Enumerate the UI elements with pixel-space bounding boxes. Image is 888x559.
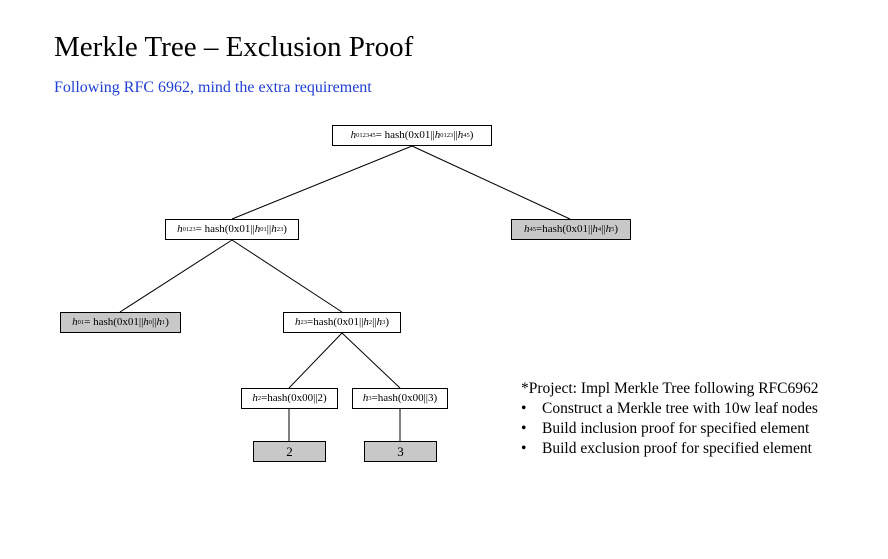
edge-n23-n2 — [288, 332, 343, 389]
project-note-item: Construct a Merkle tree with 10w leaf no… — [521, 399, 819, 419]
project-note: *Project: Impl Merkle Tree following RFC… — [521, 379, 819, 459]
edge-n0123-n23 — [231, 239, 343, 313]
edge-n0123-n01 — [119, 239, 233, 313]
page-title: Merkle Tree – Exclusion Proof — [54, 31, 414, 63]
leaf-3: 3 — [364, 441, 437, 462]
edge-root-n0123 — [231, 145, 413, 220]
project-note-item: Build exclusion proof for specified elem… — [521, 439, 819, 459]
project-note-list: Construct a Merkle tree with 10w leaf no… — [521, 399, 819, 459]
edge-n23-n3 — [341, 332, 401, 389]
project-note-heading: *Project: Impl Merkle Tree following RFC… — [521, 380, 819, 397]
edge-root-n45 — [411, 145, 571, 220]
leaf-2: 2 — [253, 441, 326, 462]
page-subtitle: Following RFC 6962, mind the extra requi… — [54, 79, 372, 96]
project-note-item: Build inclusion proof for specified elem… — [521, 419, 819, 439]
